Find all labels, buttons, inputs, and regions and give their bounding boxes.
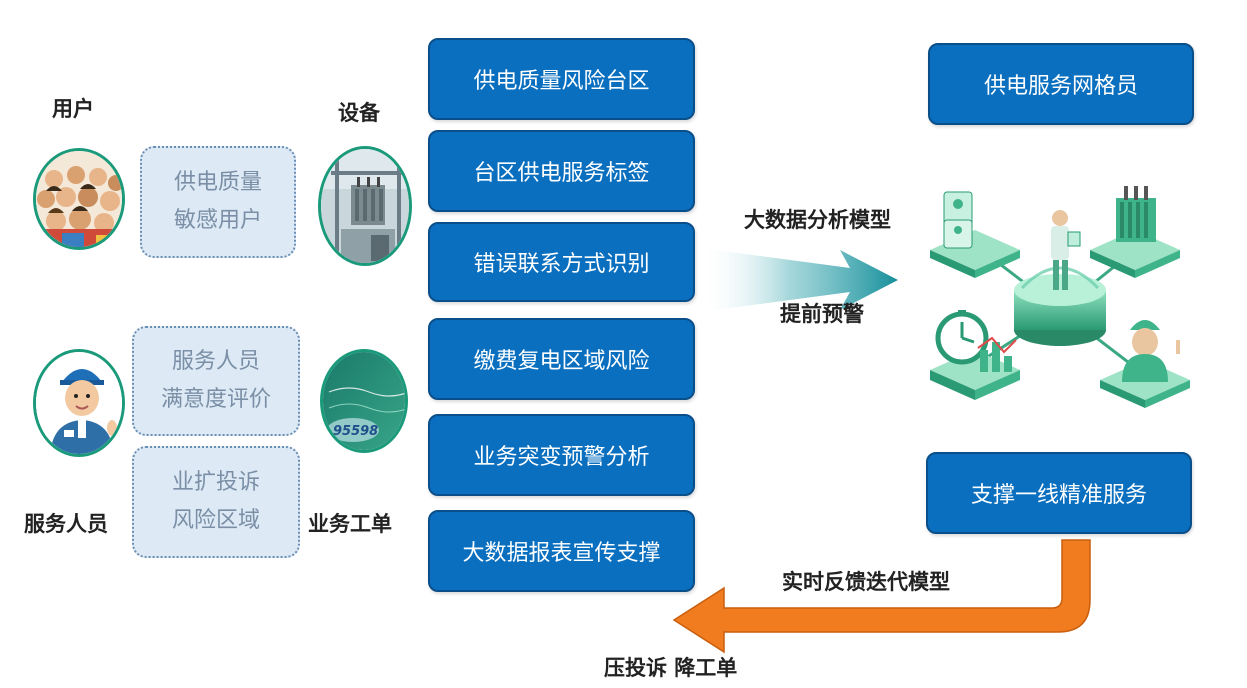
grid-member-box: 供电服务网格员: [928, 43, 1194, 125]
sensitive-users-line1: 供电质量: [173, 170, 262, 195]
early-warning-label: 提前预警: [780, 302, 864, 326]
service-staff-image: [33, 349, 125, 457]
equipment-label: 设备: [338, 101, 380, 125]
sensitive-users-box: 供电质量 敏感用户: [140, 146, 296, 258]
service-network-illustration: [920, 170, 1200, 442]
users-label: 用户: [52, 97, 94, 121]
center-item-2: 台区供电服务标签: [428, 130, 695, 212]
transformer-image: [318, 146, 412, 266]
frontline-support-box: 支撑一线精准服务: [926, 452, 1192, 534]
complaint-risk-box: 业扩投诉 风险区域: [132, 446, 300, 558]
complaint-risk-line2: 风险区域: [171, 508, 260, 533]
reduce-complaints-label: 压投诉 降工单: [604, 656, 738, 680]
staff-satisfaction-line1: 服务人员: [171, 349, 260, 374]
center-item-3: 错误联系方式识别: [428, 222, 695, 302]
center-item-5: 业务突变预警分析: [428, 414, 695, 496]
users-crowd-image: [33, 148, 125, 250]
center-item-4: 缴费复电区域风险: [428, 318, 695, 400]
hotline-number: 95598: [333, 424, 378, 439]
feedback-arrow: [660, 536, 1100, 656]
feedback-iteration-label: 实时反馈迭代模型: [782, 570, 950, 594]
sensitive-users-line2: 敏感用户: [173, 208, 262, 233]
complaint-risk-line1: 业扩投诉: [171, 470, 260, 495]
hotline-image: 95598: [320, 349, 408, 453]
center-item-1: 供电质量风险台区: [428, 38, 695, 120]
service-staff-label: 服务人员: [24, 512, 108, 536]
work-order-label: 业务工单: [308, 512, 392, 536]
staff-satisfaction-line2: 满意度评价: [160, 387, 271, 412]
staff-satisfaction-box: 服务人员 满意度评价: [132, 326, 300, 436]
big-data-model-label: 大数据分析模型: [744, 208, 891, 232]
early-warning-arrow: [700, 244, 900, 316]
center-item-6: 大数据报表宣传支撑: [428, 510, 695, 592]
